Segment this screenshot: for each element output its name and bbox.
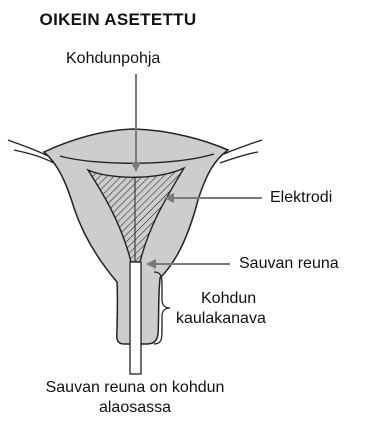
label-rod-edge: Sauvan reuna: [239, 255, 339, 273]
label-cervical-canal-line1: Kohdun: [201, 290, 256, 308]
label-electrode: Elektrodi: [270, 189, 332, 207]
label-fundus: Kohdunpohja: [66, 50, 160, 68]
caption-line1: Sauvan reuna on kohdun: [0, 379, 270, 397]
rod: [130, 262, 141, 374]
caption-line2: alaosassa: [0, 399, 270, 417]
label-cervical-canal-line2: kaulakanava: [176, 310, 266, 328]
